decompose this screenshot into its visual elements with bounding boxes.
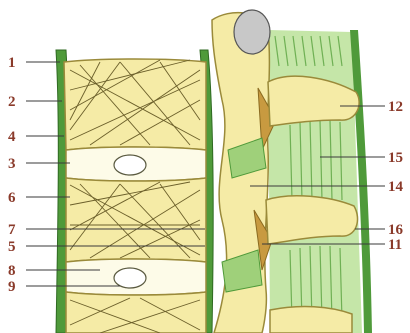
intervertebral-disc-upper bbox=[66, 147, 206, 181]
vertebral-body-middle bbox=[66, 178, 206, 262]
label-12: 12 bbox=[388, 99, 403, 115]
label-3: 3 bbox=[8, 156, 16, 172]
label-14: 14 bbox=[388, 179, 404, 195]
label-4: 4 bbox=[8, 129, 16, 145]
label-15: 15 bbox=[388, 150, 403, 166]
label-7: 7 bbox=[8, 222, 16, 238]
label-5: 5 bbox=[8, 239, 16, 255]
nucleus-pulposus-lower bbox=[114, 268, 146, 288]
labels-left: 1 2 4 3 6 7 5 8 9 bbox=[8, 55, 16, 295]
intervertebral-disc-lower bbox=[66, 259, 206, 295]
labels-right: 12 15 14 16 11 bbox=[388, 99, 404, 253]
label-8: 8 bbox=[8, 263, 16, 279]
label-1: 1 bbox=[8, 55, 16, 71]
label-2: 2 bbox=[8, 94, 16, 110]
label-6: 6 bbox=[8, 190, 16, 206]
label-9: 9 bbox=[8, 279, 16, 295]
label-11: 11 bbox=[388, 237, 402, 253]
facet-joint bbox=[234, 10, 270, 54]
vertebral-body-lower bbox=[66, 292, 206, 333]
nucleus-pulposus-upper bbox=[114, 155, 146, 175]
vertebral-body-upper bbox=[64, 59, 206, 150]
label-16: 16 bbox=[388, 222, 404, 238]
vertebral-arch bbox=[212, 10, 276, 333]
posterior-ligament-band bbox=[268, 30, 372, 333]
